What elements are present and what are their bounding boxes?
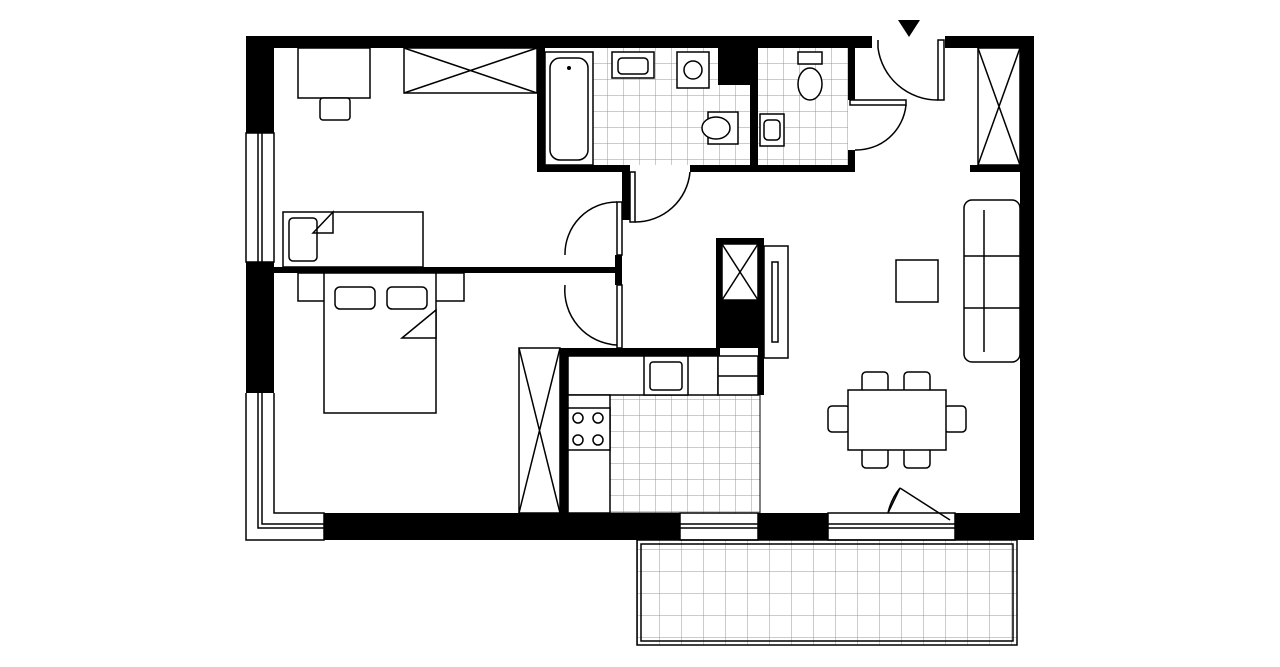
- bedroom-2-furniture: [297, 272, 561, 514]
- exterior-walls: [246, 36, 1034, 540]
- wc-toilet-tank: [797, 51, 823, 65]
- balcony: [636, 539, 1018, 646]
- entry-door[interactable]: [877, 39, 945, 101]
- entrance-arrow-icon: [898, 20, 920, 37]
- washing-machine: [676, 51, 710, 89]
- desk: [297, 47, 371, 99]
- wc-floor: [758, 48, 848, 165]
- sofa: [963, 199, 1021, 363]
- coffee-table: [895, 259, 939, 303]
- bedroom-1-door[interactable]: [564, 201, 623, 256]
- stove: [567, 407, 611, 451]
- interior-walls: [274, 48, 1020, 513]
- chair: [319, 97, 351, 121]
- bathroom-door[interactable]: [629, 171, 691, 223]
- dining-table: [847, 389, 947, 451]
- bedroom-1-furniture: [282, 47, 538, 268]
- wc-door[interactable]: [849, 99, 907, 151]
- balcony-railing: [640, 543, 1014, 642]
- bedroom-2-door[interactable]: [564, 284, 623, 349]
- kitchen-fixtures: [567, 243, 789, 514]
- living-room-furniture: [827, 47, 1021, 469]
- kitchen-floor: [609, 394, 761, 514]
- balcony-door[interactable]: [887, 487, 951, 521]
- windows: [245, 132, 956, 541]
- bathroom-fixtures: [544, 51, 823, 166]
- counter-top: [567, 355, 719, 396]
